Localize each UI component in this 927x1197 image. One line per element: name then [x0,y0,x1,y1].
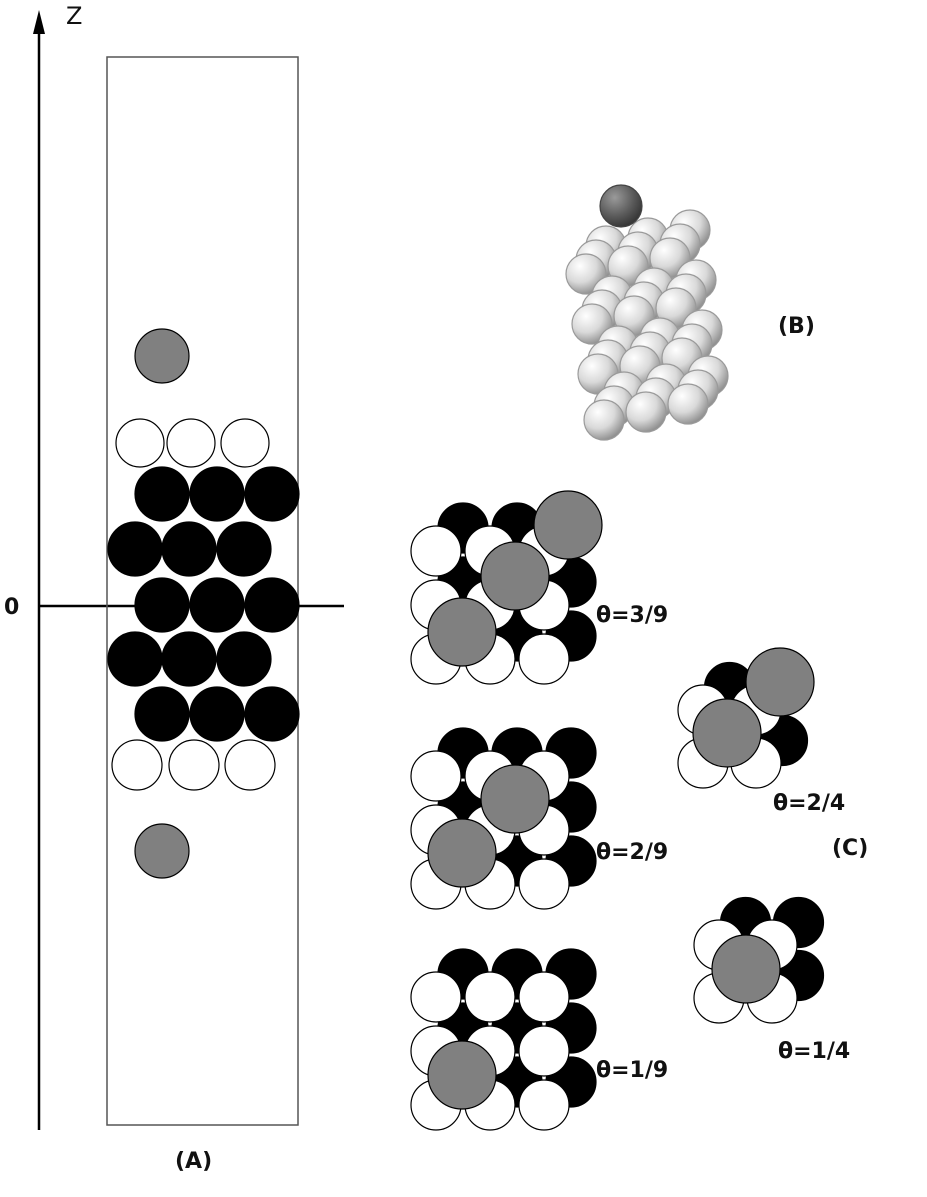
white-atom [115,418,165,468]
adsorbate-atom [745,647,815,717]
adsorbate-atom [427,1040,497,1110]
adsorbate-atom [692,698,762,768]
z-axis-arrowhead [33,10,45,34]
black-atom [107,631,163,687]
white-atom [220,418,270,468]
black-atom [107,521,163,577]
panel-b-label: (B) [778,314,815,339]
adsorbate-atom [533,490,603,560]
white-atom [518,1079,570,1131]
black-atom [244,577,300,633]
origin-label: 0 [4,595,19,620]
white-atom [224,739,276,791]
black-atom [189,577,245,633]
cluster-3d-view [565,184,729,441]
metal-sphere [667,383,709,425]
white-atom [464,971,516,1023]
adsorbate-atom [480,764,550,834]
white-atom [518,858,570,910]
black-atom [134,686,190,742]
theta-2-4-label: θ=2/4 [773,791,845,816]
white-atom [111,739,163,791]
metal-sphere [625,391,667,433]
coverage-2-9-top-view [410,727,597,910]
black-atom [161,521,217,577]
black-atom [189,686,245,742]
white-atom [410,750,462,802]
black-atom [134,577,190,633]
white-atom [410,525,462,577]
theta-1-9-label: θ=1/9 [596,1058,668,1083]
theta-1-4-label: θ=1/4 [778,1039,850,1064]
white-atom [166,418,216,468]
adsorbate-atom [134,823,190,879]
adsorbate-sphere [599,184,643,228]
theta-2-9-label: θ=2/9 [596,840,668,865]
black-atom [244,686,300,742]
white-atom [168,739,220,791]
slab-cell-box [106,56,299,1126]
coverage-1-4-top-view [693,896,825,1024]
black-atom [189,466,245,522]
panel-a-label: (A) [175,1149,212,1174]
black-atom [134,466,190,522]
coverage-2-4-top-view [677,647,815,789]
panel-c-label: (C) [832,836,868,861]
slab-side-view [107,328,300,879]
white-atom [518,971,570,1023]
black-atom [161,631,217,687]
adsorbate-atom [711,934,781,1004]
z-axis-label: Z [66,2,82,30]
coverage-3-9-top-view [410,490,603,685]
white-atom [410,971,462,1023]
white-atom [518,633,570,685]
black-atom [244,466,300,522]
adsorbate-atom [480,541,550,611]
adsorbate-atom [427,597,497,667]
black-atom [216,521,272,577]
coverage-1-9-top-view [410,948,597,1131]
metal-sphere [583,399,625,441]
black-atom [216,631,272,687]
adsorbate-atom [427,818,497,888]
theta-3-9-label: θ=3/9 [596,603,668,628]
white-atom [518,1025,570,1077]
adsorbate-atom [134,328,190,384]
